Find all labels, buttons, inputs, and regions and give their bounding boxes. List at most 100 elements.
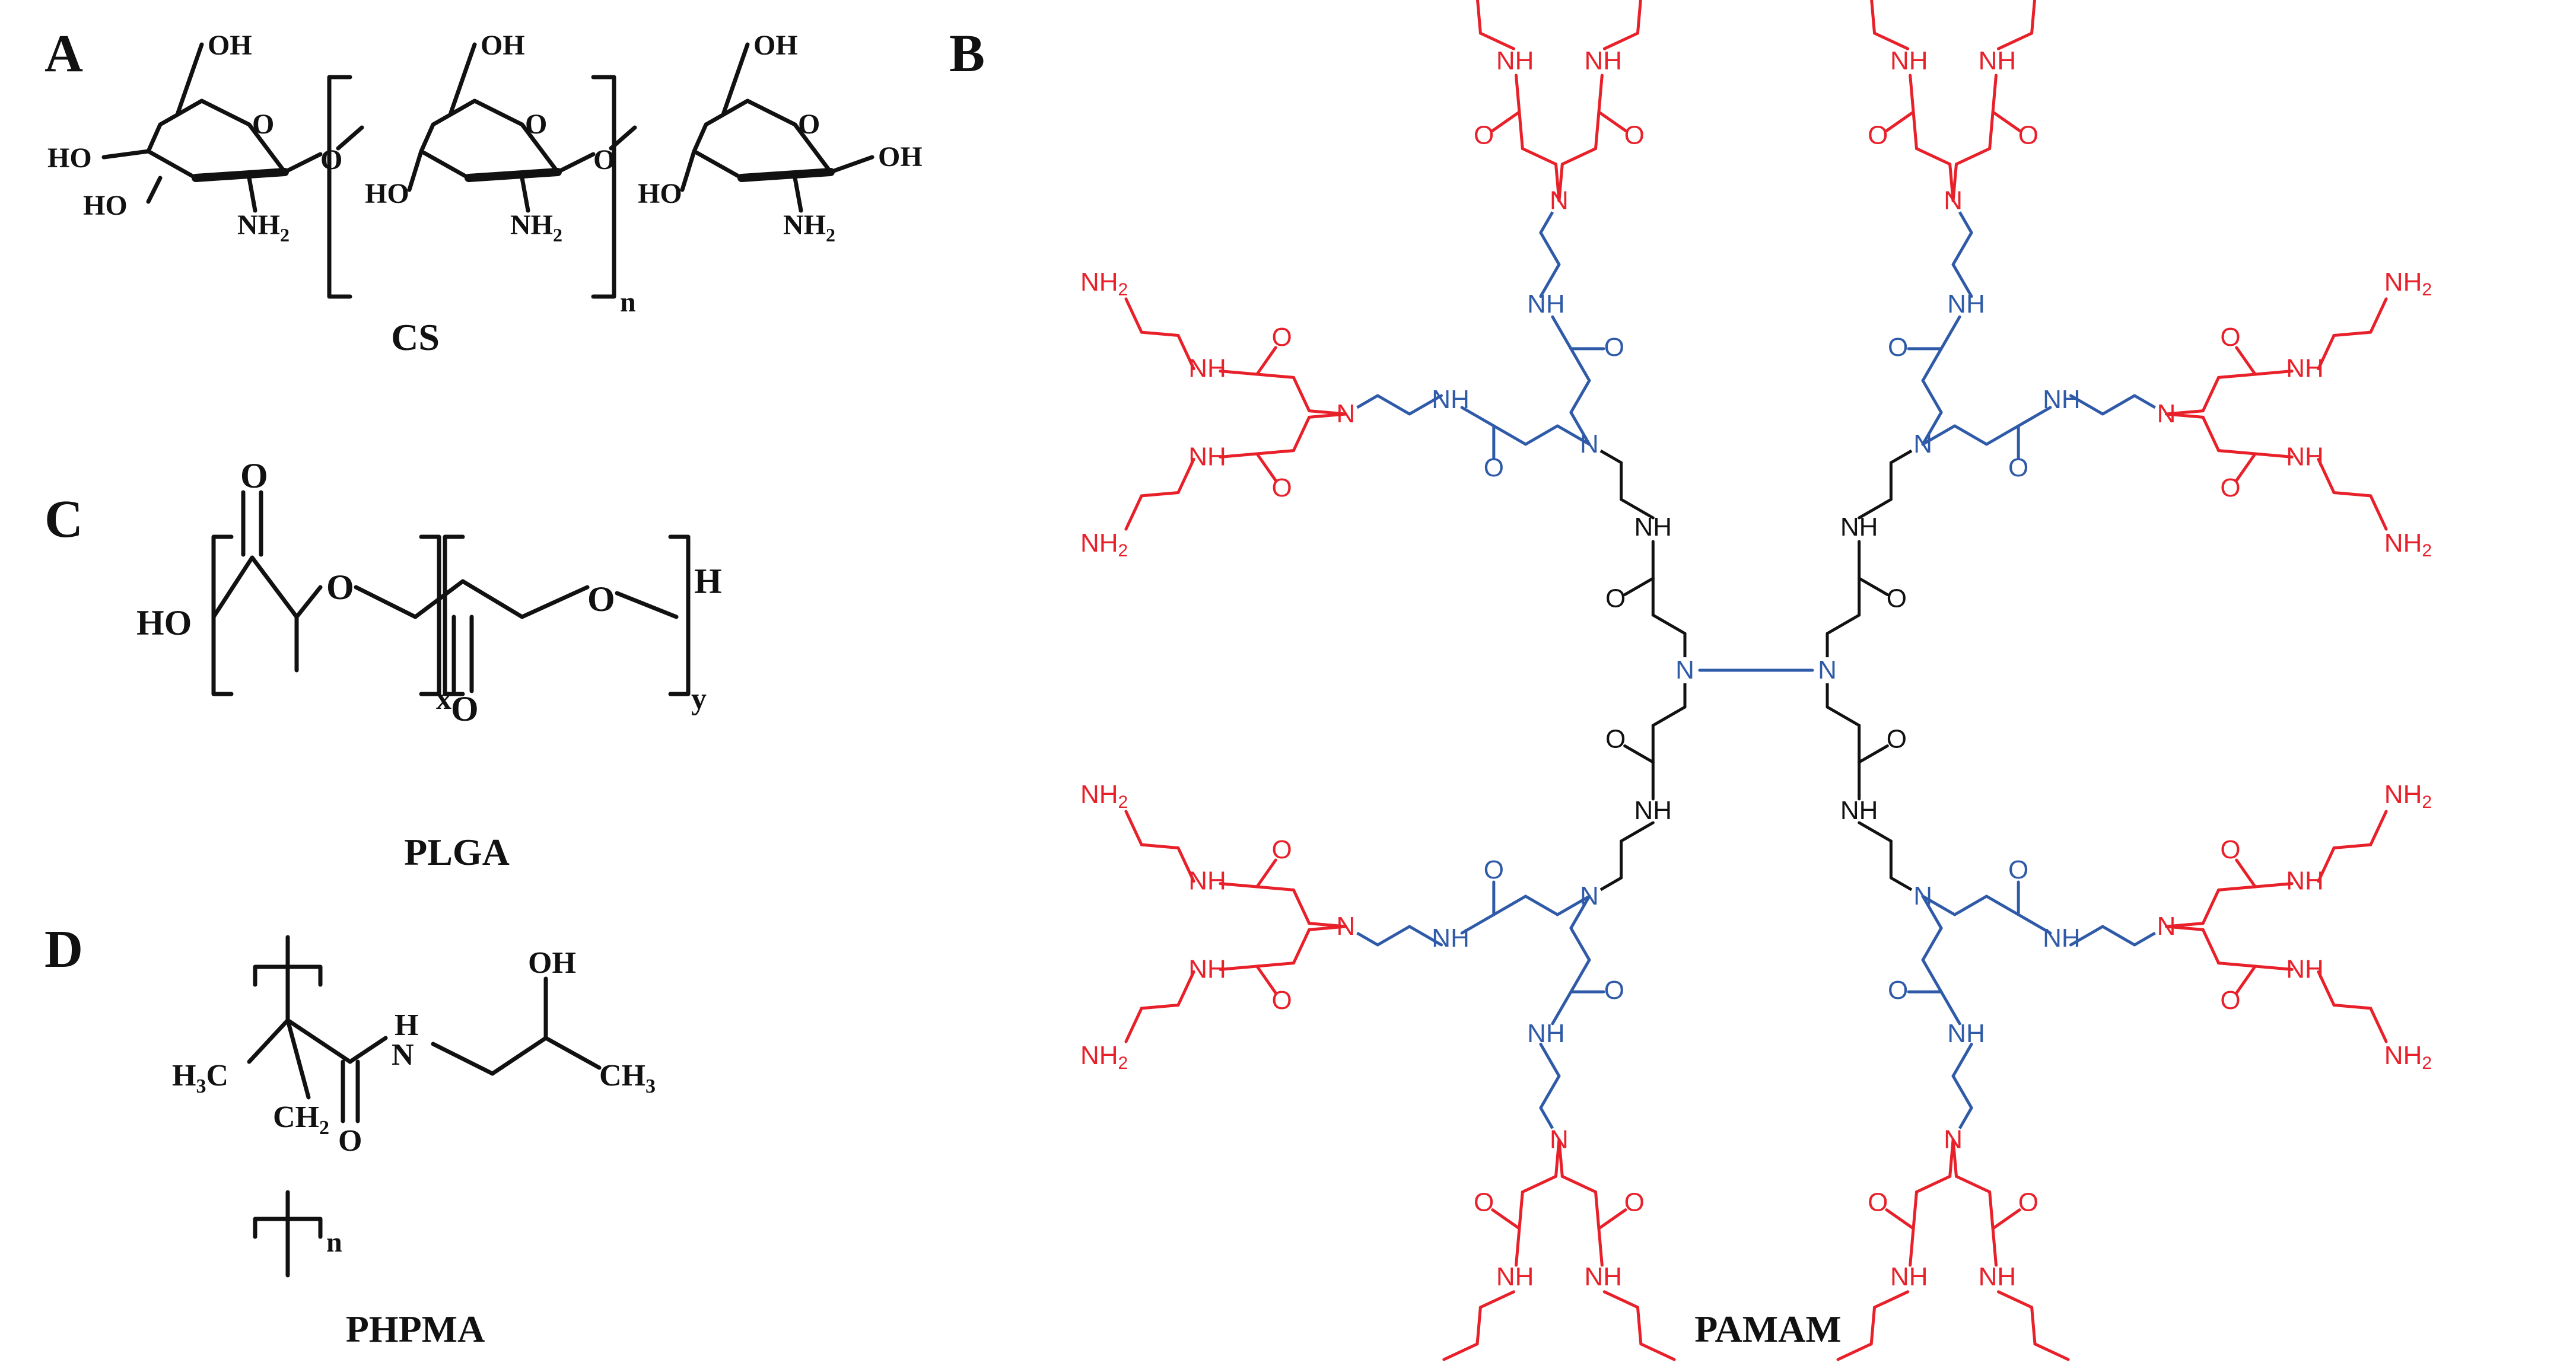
terminal-bl-1-1-ethylene [1442,1342,1479,1361]
gen1-arm-tl-0-amide [1460,406,1496,428]
atom-link-o-2: O [593,144,615,176]
gen1-arm-br-1-o-atom: O [1888,976,1908,1005]
terminal-tl-1-1-o-atom: O [1624,120,1645,149]
terminal-bl-1-0-ethylene [1639,1342,1676,1361]
terminal-br-1-0-carbonyl [1991,1208,2021,1230]
terminal-tr-0-0-chain [2201,375,2221,413]
terminal-tl-0-1-chain [1255,373,1295,379]
gen1-arm-tl-0-chain [1492,424,1528,446]
terminal-tr-0-1-ethylene [2332,491,2373,498]
gen1-arm-tl-0-ethylene [1376,394,1411,416]
terminal-br-1-0-amide [1991,1227,1998,1267]
terminal-tl-0-1-o-atom: O [1271,323,1292,352]
terminal-bl-0-1-nh2-atom: NH2 [1080,780,1128,812]
terminal-tr-1-1-chain [1951,163,1958,203]
atom-o-carbonyl-1: O [240,456,268,495]
gen1-arm-tr-0-ethylene [2101,394,2136,416]
atom-ch3-phpma: CH3 [599,1059,656,1097]
terminal-bl-0-0-nh-atom: NH [1188,954,1226,983]
terminal-tl-0-1-ethylene [1124,297,1143,334]
terminal-bl-1-0-chain [1594,1190,1601,1230]
atom-nh2-3: NH2 [783,209,835,246]
terminal-tr-1-1-o-atom: O [2018,120,2038,149]
gen1-arm-tr-0-chain [1953,424,1988,446]
terminal-tr-0-1-chain [2201,415,2221,453]
terminal-br-0-0-carbonyl [2235,858,2257,889]
gen1-arm-tr-1-ethylene [1951,231,1973,266]
core-n-right: N [1818,655,1837,684]
terminal-br-1-1-ethylene [1836,1342,1873,1361]
terminal-bl-1-1-carbonyl [1491,1208,1521,1230]
atom-oh-top-1: OH [208,30,252,61]
gen1-arm-br-0-ethylene [2101,925,2136,947]
core-arm-bl-carbonyl [1623,744,1655,764]
terminal-br-0-0-ethylene [2332,843,2373,849]
atom-ring-o-1: O [252,109,274,140]
subscript-x: x [436,682,451,716]
terminal-br-0-1-nh-atom: NH [2286,954,2324,983]
core-n-right-bg [1814,657,1840,683]
gen1-arm-tr-0-ethylene [2069,394,2104,416]
core-arm-tr-chain [1826,613,1861,635]
gen1-arm-bl-1-chain [1569,927,1591,962]
gen1-arm-br-0-amide [2017,913,2052,935]
gen1-arm-tl-0-chain [1556,424,1591,446]
gen1-arm-tl-1-o-atom: O [1604,333,1624,362]
gen1-arm-tl-1-nh-atom: NH [1527,289,1565,319]
atom-h-plga: H [694,562,722,601]
terminal-tr-0-1-ethylene [2369,494,2388,531]
panel-label-b: B [949,24,985,83]
atom-link-o-1: O [320,144,342,176]
terminal-tl-0-1-nh2-atom: NH2 [1080,268,1128,300]
gen1-arm-tl-0-nh-atom: NH [1432,385,1470,414]
atom-ho-left-2: HO [83,190,128,221]
terminal-br-0-0-o-atom: O [2220,835,2240,864]
terminal-tl-1-0-carbonyl [1491,110,1521,132]
gen1-arm-bl-0-chain [1492,894,1528,916]
terminal-tl-0-0-carbonyl [1255,452,1277,482]
terminal-bl-1-1-chain [1554,1138,1561,1178]
terminal-tr-1-0-ethylene [1873,31,1910,50]
phpma-structure: H N OH H3C CH3 CH2 O n [172,935,656,1278]
gen1-arm-tr-1-chain [1921,347,1943,383]
terminal-tl-0-1-ethylene [1140,330,1180,337]
terminal-tr-0-0-ethylene [2317,333,2336,371]
terminal-tl-1-0-o-atom: O [1474,120,1494,149]
terminal-tl-1-1-ethylene [1602,31,1639,50]
panel-label-d: D [44,920,83,979]
gen1-arm-bl-1-ethylene [1539,1074,1561,1110]
gen1-arm-tl-1-amide [1551,315,1573,351]
terminal-tr-1-0-amide [1909,74,1915,114]
gen1-arm-bl-1-o-atom: O [1604,976,1624,1005]
terminal-bl-1-1-nh-atom: NH [1496,1262,1534,1291]
atom-ring-o-3: O [798,109,820,140]
terminal-tr-0-1-o-atom: O [2220,473,2240,502]
terminal-tr-1-1-nh-atom: NH [1979,46,2017,75]
terminal-br-1-0-chain [1954,1174,1992,1193]
gen1-arm-br-1-chain [1921,958,1943,994]
terminal-tl-0-1-chain [1308,409,1347,416]
terminal-tr-0-1-chain [2165,412,2205,419]
terminal-br-0-1-ethylene [2317,970,2336,1007]
terminal-tl-1-1-chain [1560,147,1598,166]
terminal-bl-0-1-chain [1292,888,1311,925]
terminal-br-1-1-carbonyl [1885,1208,1915,1230]
core-arm-tl-ethylene [1620,498,1655,520]
gen1-arm-bl-0-chain [1556,894,1591,916]
gen1-arm-bl-0-chain [1524,894,1559,916]
gen1-arm-tl-0-chain [1524,424,1559,446]
terminal-tl-1-0-ethylene [1478,31,1516,50]
gen1-arm-tr-0-nh-atom: NH [2043,385,2081,414]
atom-h3c-phpma: H3C [172,1059,228,1097]
terminal-tr-1-0-carbonyl [1885,110,1915,132]
gen1-arm-br-0-o-atom: O [2008,855,2028,884]
terminal-tr-0-0-o-atom: O [2220,323,2240,352]
terminal-bl-1-1-nh2-atom: NH2 [1405,1365,1452,1369]
terminal-tl-1-1-amide [1597,74,1604,114]
atom-o-ester-1: O [326,568,354,607]
gen1-arm-tl-0-o-atom: O [1484,453,1504,482]
panel-label-a: A [44,24,83,83]
terminal-br-1-0-chain [1988,1190,1995,1230]
chitosan-structure: OH OH OH HO HO HO HO OH NH2 NH2 NH2 O O … [47,30,923,318]
terminal-tl-0-0-amide [1219,452,1259,459]
